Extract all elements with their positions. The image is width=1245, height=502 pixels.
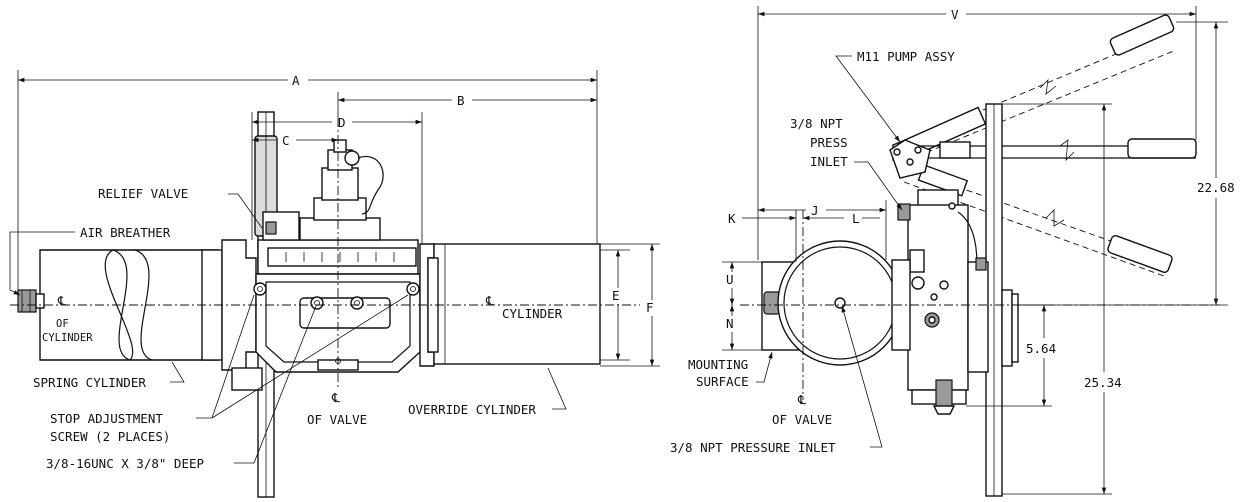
dim-u-label: U <box>726 272 734 287</box>
pump-block <box>897 189 989 415</box>
pressure-inlet-label: 3/8 NPT PRESSURE INLET <box>670 440 836 455</box>
of-cylinder-line1: OF <box>56 318 69 330</box>
override-cylinder-label: OVERRIDE CYLINDER <box>408 402 536 417</box>
relief-valve-label: RELIEF VALVE <box>98 186 188 201</box>
mounting-surface-line2: SURFACE <box>696 374 749 389</box>
stop-adjustment-line2: SCREW (2 PLACES) <box>50 429 170 444</box>
cl-side-valve-symbol: ℄ <box>797 392 807 407</box>
dim-5-64-label: 5.64 <box>1026 341 1056 356</box>
air-breather-fitting <box>17 289 45 313</box>
press-inlet-line2: PRESS <box>810 135 848 150</box>
cl-of-cylinder-symbol: ℄ <box>57 293 67 308</box>
dim-d-label: D <box>338 115 346 130</box>
dim-22-68-label: 22.68 <box>1197 180 1235 195</box>
dim-f-label: F <box>646 300 654 315</box>
side-of-valve-label: OF VALVE <box>772 412 832 427</box>
dim-a-label: A <box>292 73 300 88</box>
spring-cylinder-label: SPRING CYLINDER <box>33 375 146 390</box>
cl-cylinder-right-symbol: ℄ <box>485 293 495 308</box>
stop-adjustment-line1: STOP ADJUSTMENT <box>50 411 163 426</box>
dim-e-label: E <box>612 288 620 303</box>
dim-n-label: N <box>726 316 734 331</box>
cl-of-valve-symbol: ℄ <box>331 390 341 405</box>
press-inlet-line3: INLET <box>810 154 848 169</box>
valve-bonnet <box>761 240 911 366</box>
front-view: A B C D E F RELIEF VALVE AIR BREATHER <box>9 70 660 498</box>
m11-pump-linkage <box>889 139 931 179</box>
mounting-flange-plate <box>1001 289 1019 367</box>
dim-v-label: V <box>951 7 959 22</box>
dim-b-label: B <box>457 93 465 108</box>
side-view: V J K L U N 22.68 5. <box>670 6 1235 497</box>
of-cylinder-line2: CYLINDER <box>42 332 93 344</box>
dim-j-label: J <box>811 203 819 218</box>
of-valve-label: OF VALVE <box>307 412 367 427</box>
press-inlet-line1: 3/8 NPT <box>790 116 843 131</box>
top-pump-assembly <box>262 139 417 267</box>
dim-k-label: K <box>728 211 736 226</box>
housing-studs <box>285 252 395 262</box>
tapped-hole-label: 3/8-16UNC X 3/8" DEEP <box>46 456 204 471</box>
cylinder-right-label: CYLINDER <box>502 306 563 321</box>
dim-l-label: L <box>852 211 860 226</box>
mounting-surface-line1: MOUNTING <box>688 357 748 372</box>
override-cylinder <box>419 243 601 367</box>
m11-pump-assy-label: M11 PUMP ASSY <box>857 49 955 64</box>
air-breather-label: AIR BREATHER <box>80 225 171 240</box>
dim-c-label: C <box>282 133 290 148</box>
dim-25-34-label: 25.34 <box>1084 375 1122 390</box>
